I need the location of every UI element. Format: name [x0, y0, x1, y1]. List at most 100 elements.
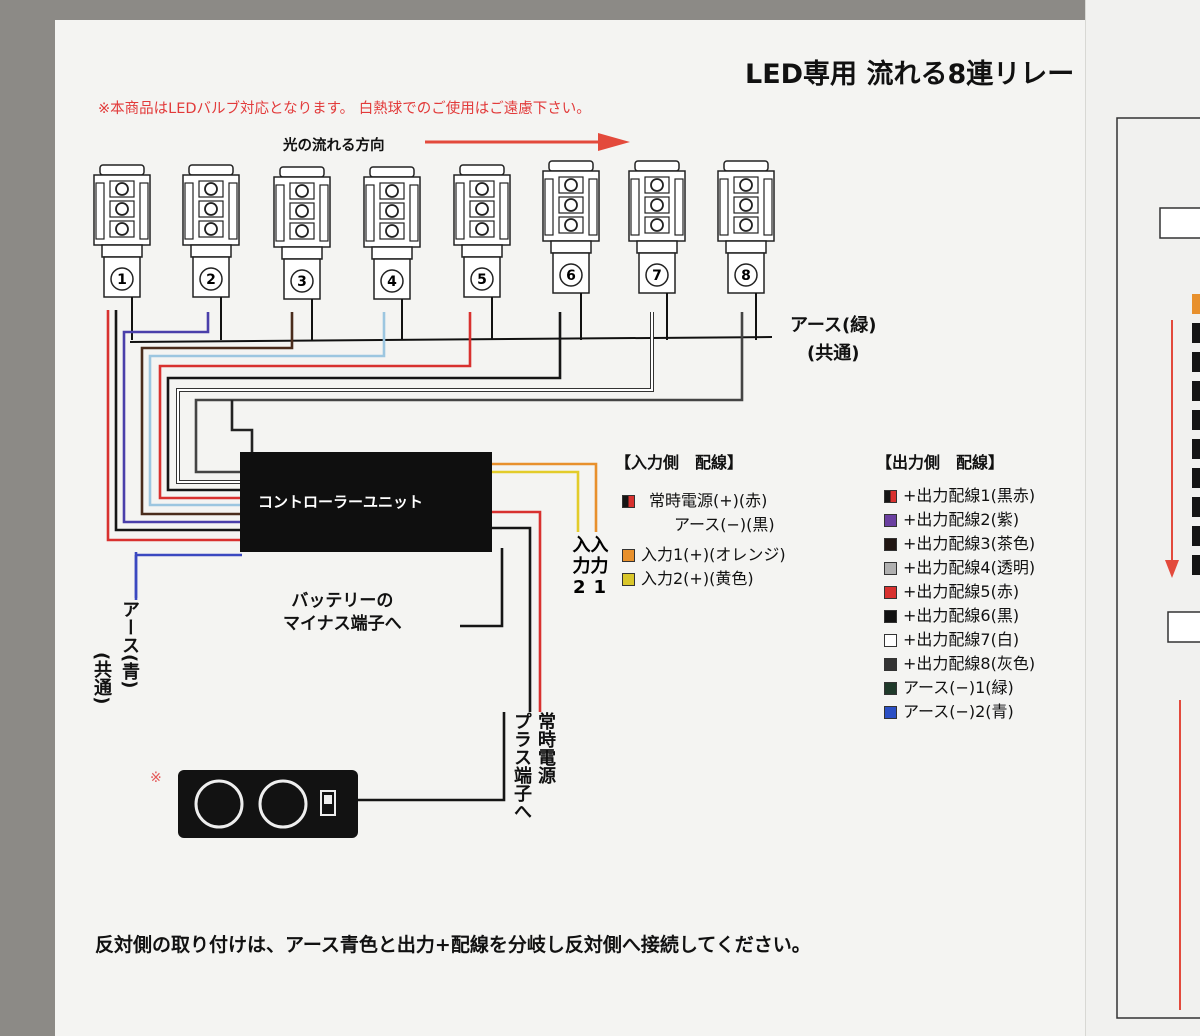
bulb-number-6: 6 [566, 268, 576, 284]
led-bulb-7: 7 [628, 160, 686, 340]
output-legend-row: +出力配線8(灰色) [884, 652, 1035, 676]
output-legend-label: +出力配線1(黒赤) [903, 485, 1036, 505]
wire-1-black-red-a [106, 310, 242, 542]
led-bulb-6: 6 [542, 160, 600, 340]
wire-4-lightblue [148, 312, 386, 507]
output-legend-label: アース(−)1(緑) [903, 677, 1014, 697]
wire-8-gray [194, 312, 744, 474]
earth-common-line1: アース(緑) [790, 315, 877, 336]
earth-left-line1: アース(青) [119, 600, 140, 689]
battery-minus-label: バッテリーの マイナス端子へ [283, 590, 402, 636]
output-legend-swatch [884, 585, 897, 599]
note-mark: ※ [150, 770, 162, 786]
input-key-num: 21 [573, 577, 615, 598]
next-page-swatch [1192, 410, 1200, 430]
output-legend-label: +出力配線5(赤) [903, 581, 1020, 601]
legend-row-constant: 常時電源(+)(赤) [622, 489, 786, 513]
wire-6-black [166, 312, 562, 492]
output-legend-row: +出力配線6(黒) [884, 604, 1035, 628]
output-legend-row: アース(−)1(緑) [884, 676, 1035, 700]
controller-unit-label: コントローラーユニット [258, 493, 424, 511]
led-bulb-5: 5 [453, 164, 511, 340]
next-page-swatch [1192, 439, 1200, 459]
output-legend-row: +出力配線3(茶色) [884, 532, 1035, 556]
swatch-orange [622, 548, 635, 562]
output-legend-label: アース(−)2(青) [903, 701, 1014, 721]
output-legend-row: +出力配線4(透明) [884, 556, 1035, 580]
output-legend-label: +出力配線8(灰色) [903, 653, 1036, 673]
output-legend-row: +出力配線1(黒赤) [884, 484, 1035, 508]
controller-unit-box [240, 452, 492, 552]
next-page-swatch [1192, 381, 1200, 401]
output-legend-swatch [884, 705, 897, 719]
legend-row-input2: 入力2(+)(黄色) [622, 567, 786, 591]
output-legend-row: +出力配線2(紫) [884, 508, 1035, 532]
output-legend-row: +出力配線5(赤) [884, 580, 1035, 604]
led-bulb-1: 1 [93, 164, 151, 340]
input-key-mid: 力力 [572, 556, 609, 577]
output-legend-swatch [884, 633, 897, 647]
output-legend-swatch [884, 561, 897, 575]
bulb-number-4: 4 [387, 274, 397, 290]
next-page-swatch [1192, 497, 1200, 517]
input-key-top: 入入 [572, 535, 609, 556]
legend-row-earth: アース(−)(黒) [622, 513, 786, 537]
wire-1-black [114, 310, 242, 532]
switch-button-left [194, 779, 244, 829]
wire-switch [358, 712, 506, 802]
wire-2-purple [122, 312, 242, 524]
battery-minus-line1: バッテリーの [291, 591, 394, 611]
output-legend-row: アース(−)2(青) [884, 700, 1035, 724]
output-legend-label: +出力配線3(茶色) [903, 533, 1036, 553]
output-legend-label: +出力配線2(紫) [903, 509, 1020, 529]
next-page-swatch [1192, 352, 1200, 372]
wire-constant-black [492, 526, 532, 712]
output-legend-swatch [884, 609, 897, 623]
wire-input1-orange [492, 462, 598, 532]
legend-input1-label: 入力1(+)(オレンジ) [641, 545, 786, 564]
output-legend-label: +出力配線6(黒) [903, 605, 1020, 625]
next-page-arrow-head [1165, 560, 1179, 578]
wire-3-brown [140, 312, 294, 516]
wire-bus-black [230, 400, 254, 455]
legend-constant-label: 常時電源(+)(赤) [649, 491, 768, 510]
legend-input2-label: 入力2(+)(黄色) [641, 569, 754, 588]
legend-row-input1: 入力1(+)(オレンジ) [622, 543, 786, 567]
output-legend-swatch [884, 537, 897, 551]
next-page-swatch [1192, 323, 1200, 343]
output-wiring-header: 【出力側 配線】 [876, 453, 1005, 472]
earth-left-label: アース(青) [118, 600, 140, 688]
earth-common-label: アース(緑) (共通) [790, 312, 876, 368]
next-page-swatch [1192, 526, 1200, 546]
bulb-number-7: 7 [652, 268, 662, 284]
wire-input2-yellow [492, 470, 580, 532]
battery-minus-line2: マイナス端子へ [283, 614, 402, 634]
output-legend-swatch [884, 681, 897, 695]
next-page-swatches [1192, 294, 1200, 575]
next-page-swatch [1192, 555, 1200, 575]
output-legend-label: +出力配線4(透明) [903, 557, 1036, 577]
swatch-red-black [622, 494, 635, 508]
earth-left-line2: (共通) [91, 652, 112, 705]
led-bulb-3: 3 [273, 166, 331, 340]
next-page-box [1116, 117, 1200, 1019]
battery-plus-col2: プラス端子へ [511, 712, 532, 820]
next-page-swatch [1192, 294, 1200, 314]
bulb-number-3: 3 [297, 274, 307, 290]
output-legend-swatch [884, 513, 897, 527]
output-legend-swatch [884, 657, 897, 671]
output-wiring-legend: +出力配線1(黒赤) +出力配線2(紫) +出力配線3(茶色) +出力配線4(透明) +… [884, 484, 1035, 724]
output-wires [106, 310, 744, 802]
input-key-labels: 入入 力力 21 [567, 535, 614, 598]
bulb-number-8: 8 [741, 268, 751, 284]
wire-battery-minus [460, 548, 504, 628]
page-title: LED専用 流れる8連リレー [745, 59, 1075, 90]
battery-plus-col1: 常時電源 [535, 712, 556, 784]
ground-bus-line [129, 336, 773, 343]
switch-button-right [258, 779, 308, 829]
input-wiring-header: 【入力側 配線】 [615, 453, 744, 472]
warning-text: ※本商品はLEDバルブ対応となります。 白熱球でのご使用はご遠慮下さい。 [98, 101, 591, 117]
bulb-number-2: 2 [206, 272, 216, 288]
wire-constant-red [492, 510, 542, 712]
